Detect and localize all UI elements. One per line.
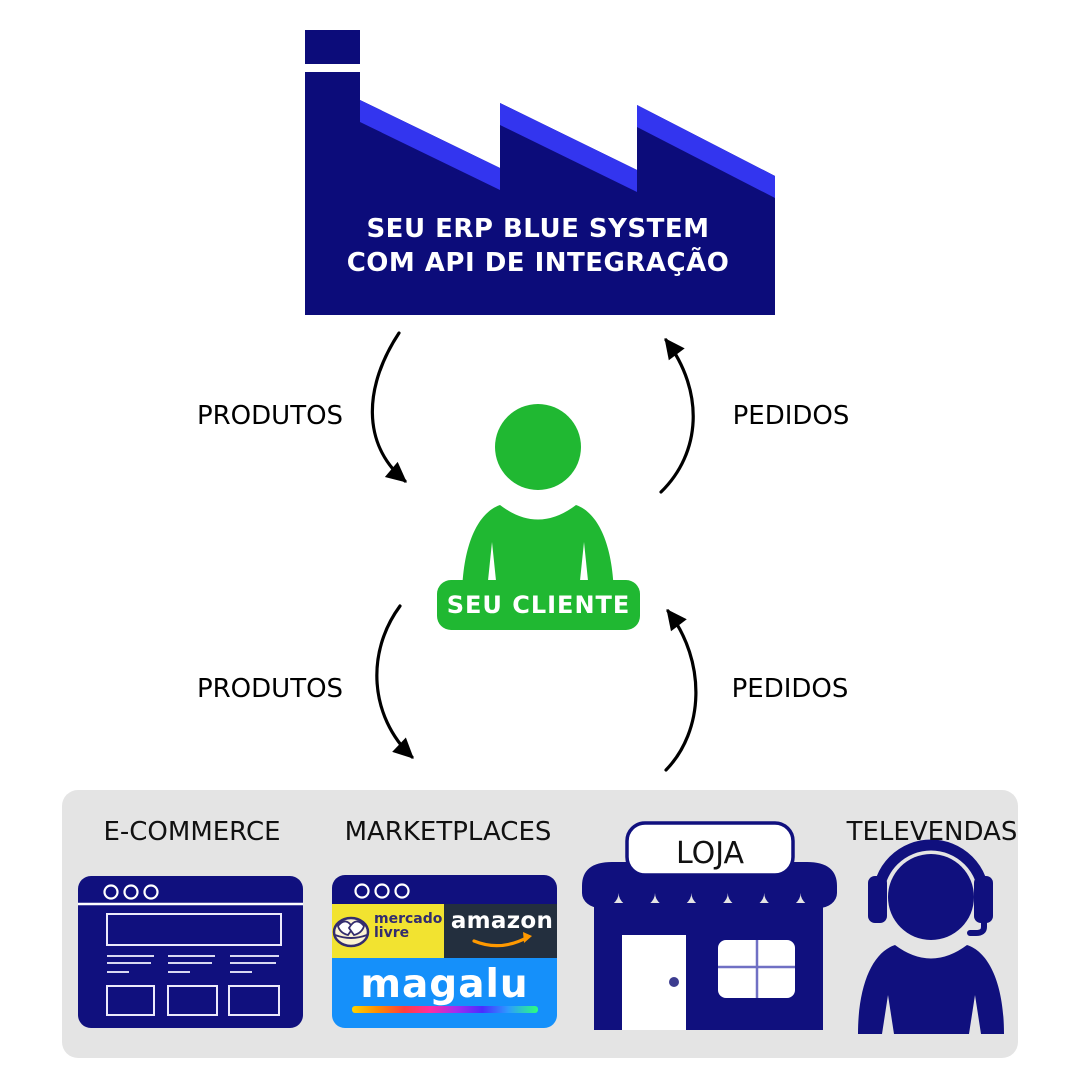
label-produtos-top: PRODUTOS: [196, 401, 344, 431]
roof-accent: [637, 105, 775, 198]
mercado-livre-line1: mercado: [374, 911, 443, 927]
arrow-pedidos-top: [659, 337, 695, 494]
headset-agent-icon: [858, 839, 1004, 1034]
amazon-logo: [444, 904, 557, 958]
label-produtos-bottom: PRODUTOS: [196, 674, 344, 704]
label-pedidos-bottom: PEDIDOS: [731, 674, 849, 704]
storefront-icon: [581, 821, 837, 1030]
mercado-livre-line2: livre: [374, 925, 410, 941]
amazon-smile-icon: [472, 932, 532, 948]
text-lines: [107, 955, 279, 973]
chimney-gap: [303, 64, 362, 72]
door-knob: [669, 977, 679, 987]
ear-cup-left: [868, 876, 887, 923]
browser-window-icon: [78, 876, 303, 1028]
amazon-wordmark: amazon: [450, 908, 554, 934]
magalu-rainbow-stripe: [352, 1006, 538, 1013]
arrow-pedidos-bottom: [664, 608, 698, 772]
factory-title-line1: SEU ERP BLUE SYSTEM: [366, 214, 710, 244]
headband: [872, 839, 990, 899]
roof-accent: [500, 103, 637, 192]
roof-accent: [360, 100, 500, 190]
ear-cup-right: [974, 876, 993, 923]
client-badge: SEU CLIENTE: [437, 580, 640, 630]
channel-label-televendas: TELEVENDAS: [846, 817, 1018, 847]
magalu-logo: [332, 958, 557, 1028]
store-sign-text: LOJA: [675, 836, 745, 871]
channel-label-ecommerce: E-COMMERCE: [103, 817, 281, 847]
factory-icon: [303, 30, 775, 315]
mercado-livre-wordmark: mercado livre: [374, 912, 442, 940]
magalu-wordmark: magalu: [360, 962, 529, 1007]
microphone: [967, 917, 987, 936]
store-sign: [625, 821, 795, 877]
person-icon: [462, 404, 614, 600]
factory-title-line2: COM API DE INTEGRAÇÃO: [346, 248, 730, 278]
handshake-icon: [332, 916, 370, 948]
channel-label-marketplaces: MARKETPLACES: [344, 817, 552, 847]
browser-window-icon: [332, 875, 557, 1028]
product-cards: [106, 985, 280, 1016]
hero-banner: [106, 913, 282, 946]
label-pedidos-top: PEDIDOS: [732, 401, 850, 431]
arrow-produtos-top: [370, 331, 407, 483]
arrow-produtos-bottom: [375, 604, 414, 759]
